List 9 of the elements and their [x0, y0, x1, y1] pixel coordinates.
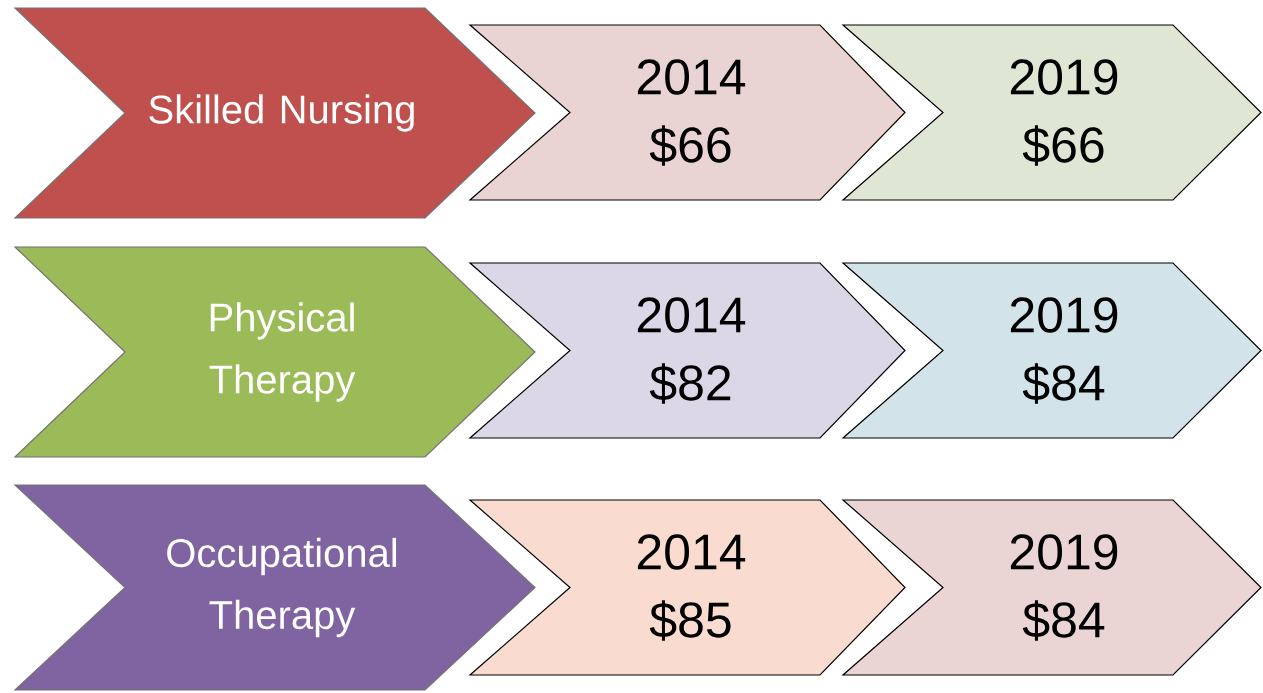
step-box: 2014 $85 — [468, 499, 906, 676]
step-box: 2014 $82 — [468, 262, 906, 439]
step-box: Physical Therapy — [13, 246, 536, 458]
step-box: 2019 $66 — [841, 24, 1262, 201]
step-box: 2019 $84 — [841, 499, 1262, 676]
step-box: Skilled Nursing — [13, 7, 536, 219]
step-box: 2019 $84 — [841, 262, 1262, 439]
step-box: 2014 $66 — [468, 24, 906, 201]
step-box: Occupational Therapy — [13, 484, 536, 691]
